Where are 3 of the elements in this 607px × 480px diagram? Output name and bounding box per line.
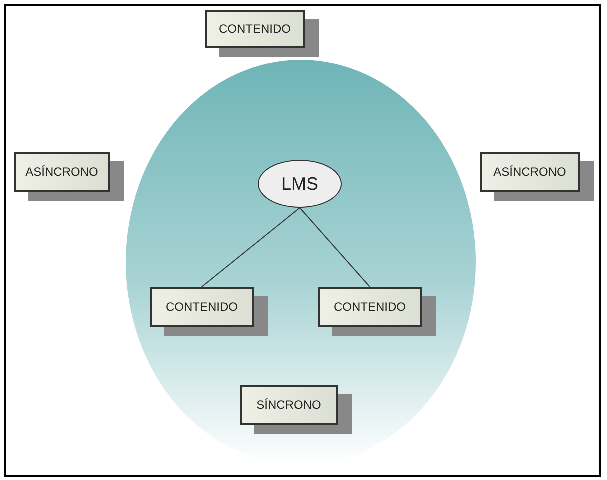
connector-line xyxy=(300,208,370,288)
connector-line xyxy=(202,208,300,288)
oval-node: LMS xyxy=(258,160,342,208)
